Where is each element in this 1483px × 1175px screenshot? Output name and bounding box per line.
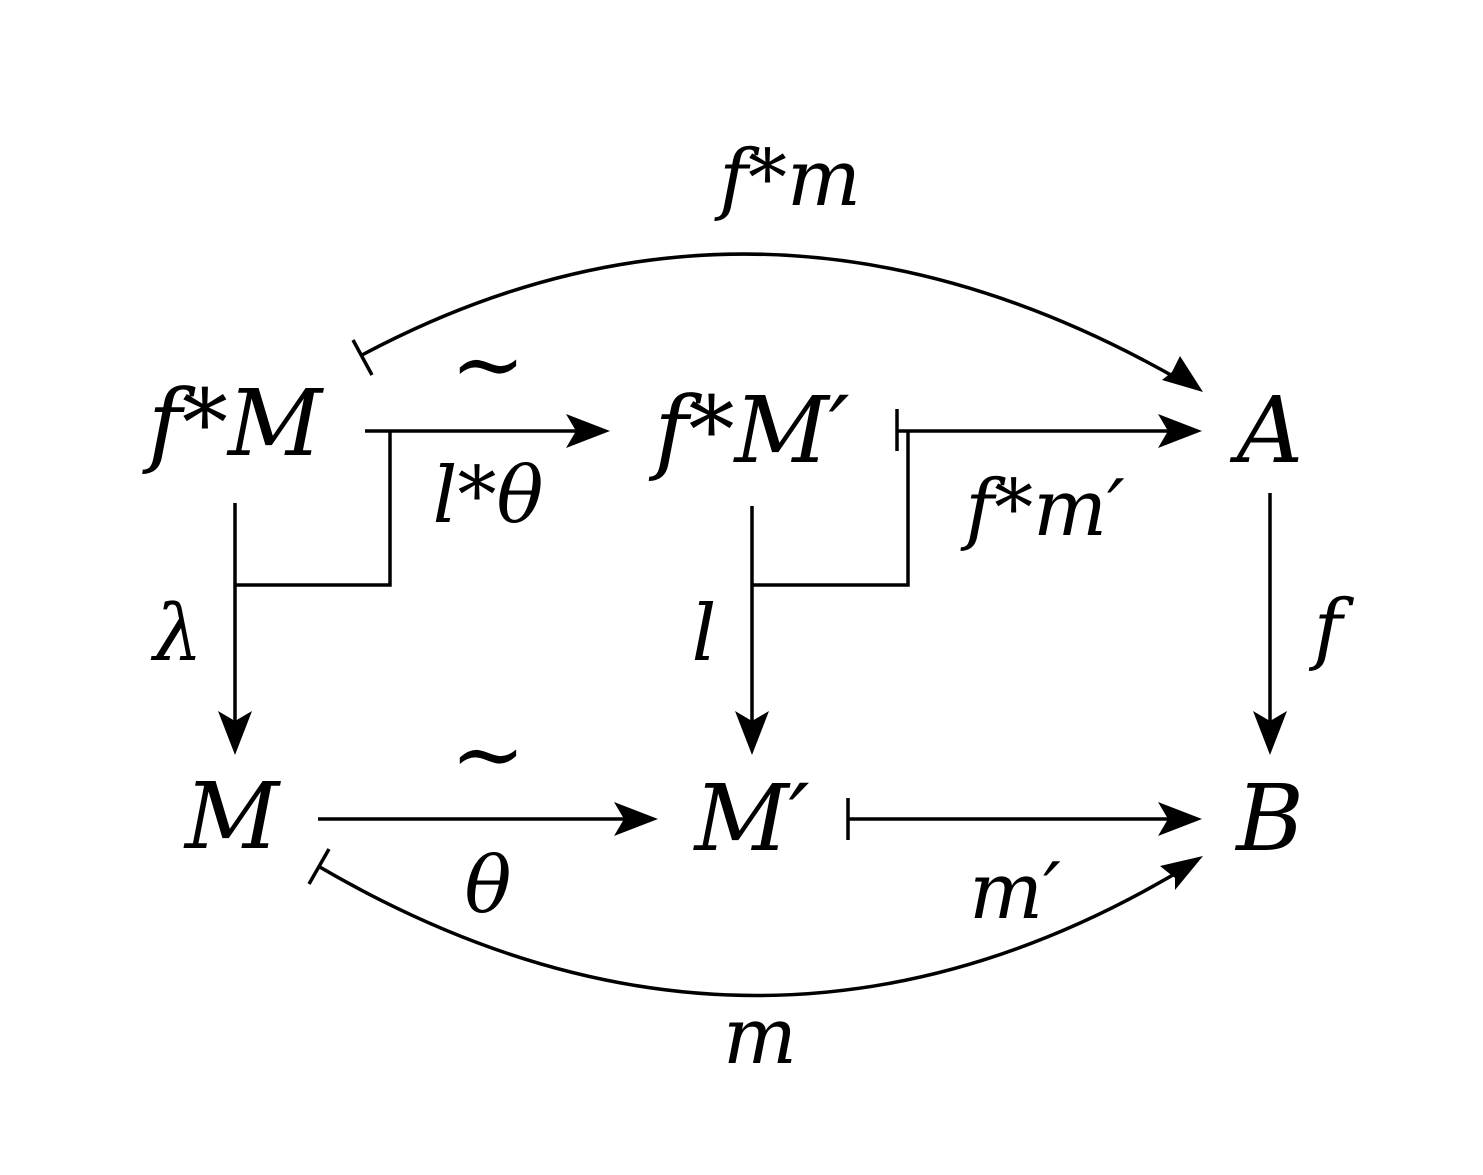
arrowhead-f: [1253, 711, 1287, 755]
node-B: B: [1234, 765, 1304, 872]
arrowhead-lambda: [218, 711, 252, 755]
iso-tilde-bottom: ∼: [450, 702, 525, 807]
node-A: A: [1229, 377, 1303, 484]
maps-to-tail-top: [351, 339, 374, 376]
maps-to-tail-bottom: [307, 848, 331, 885]
label-l: l: [692, 589, 717, 679]
pullback-corner-left: [235, 431, 392, 587]
arrowhead-theta: [614, 802, 658, 836]
arrow-f-star-m: [361, 252, 1186, 385]
node-f-star-M: f*M: [142, 370, 325, 477]
label-theta: θ: [465, 841, 512, 931]
node-M: M: [183, 763, 282, 870]
label-f-star-m-prime: f*m′: [960, 464, 1125, 554]
arrowhead-top-curve: [1162, 356, 1203, 392]
iso-tilde-top: ∼: [450, 312, 525, 417]
label-f-star-m: f*m: [714, 134, 861, 224]
arrowhead-bottom-curve: [1160, 856, 1203, 890]
node-M-prime: M′: [692, 765, 809, 872]
label-m: m: [723, 992, 797, 1082]
arrowhead-l: [735, 711, 769, 755]
pullback-corner-right: [752, 431, 910, 587]
label-f: f: [1309, 584, 1355, 674]
arrow-m: [317, 864, 1189, 998]
arrowhead-f-star-m-prime: [1158, 414, 1202, 448]
label-m-prime: m′: [969, 847, 1061, 937]
label-lambda: λ: [150, 589, 202, 679]
label-l-star-theta: l*θ: [433, 451, 544, 541]
arrowhead-l-star-theta: [566, 414, 610, 448]
node-f-star-M-prime: f*M′: [648, 377, 849, 484]
arrowhead-m-prime: [1158, 802, 1202, 836]
